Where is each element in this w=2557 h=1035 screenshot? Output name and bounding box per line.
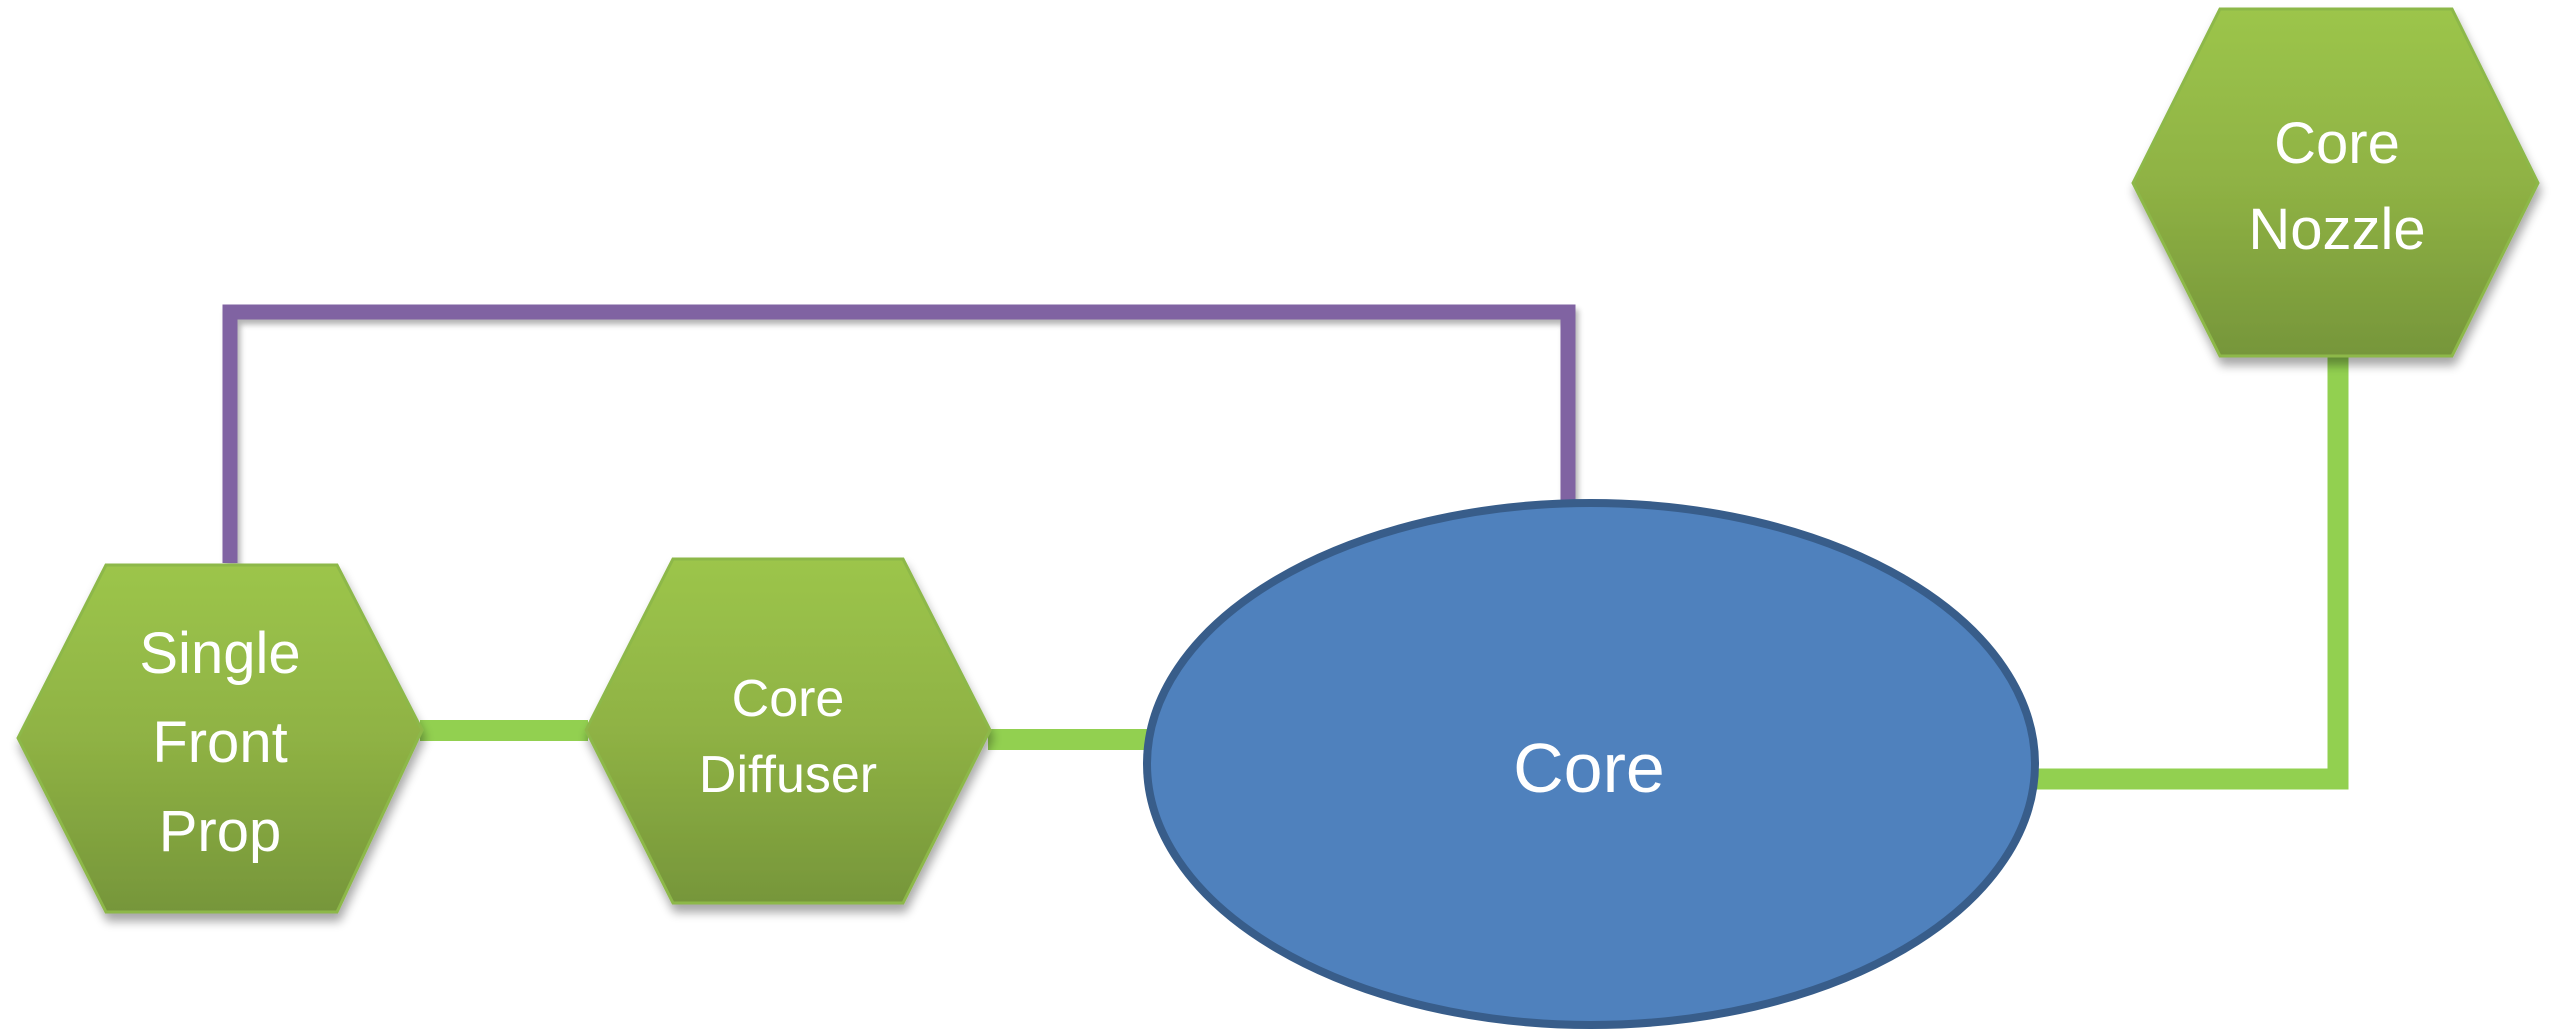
node-label: Nozzle xyxy=(2248,197,2425,262)
node-label: Front xyxy=(152,710,287,775)
connector-core-diffuser-to-core xyxy=(988,729,1155,750)
node-label: Diffuser xyxy=(699,746,877,804)
node-label: Core xyxy=(1513,729,1665,807)
connector-core-to-core-nozzle xyxy=(2036,356,2349,790)
node-core[interactable]: Core xyxy=(1143,499,2039,1029)
hexagon-shape xyxy=(584,557,992,905)
node-core-diffuser[interactable]: Core Diffuser xyxy=(584,557,992,905)
node-label: Single xyxy=(139,621,300,686)
hexagon-shape xyxy=(16,563,424,914)
node-label: Core xyxy=(2274,111,2400,176)
node-label: Prop xyxy=(159,799,282,864)
node-label: Core xyxy=(732,670,845,728)
connector-single-front-prop-to-core xyxy=(222,304,1576,563)
node-single-front-prop[interactable]: Single Front Prop xyxy=(16,563,424,914)
ellipse-shape xyxy=(1143,499,2039,1029)
connector-single-front-prop-to-core-diffuser xyxy=(420,720,588,741)
node-core-nozzle[interactable]: Core Nozzle xyxy=(2131,7,2540,358)
hexagon-shape xyxy=(2131,7,2540,358)
feedback-line xyxy=(222,304,1576,563)
